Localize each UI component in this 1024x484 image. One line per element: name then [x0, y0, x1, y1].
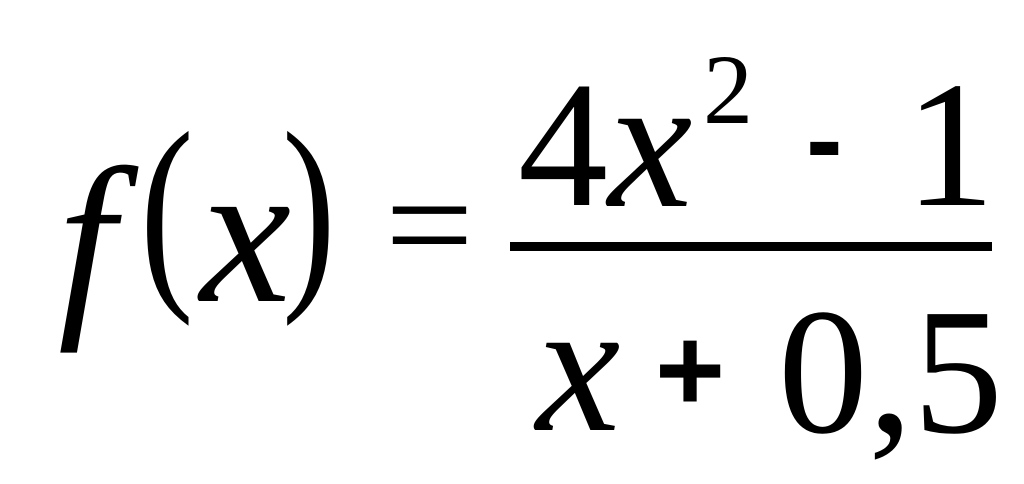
minus-sign: - — [806, 78, 843, 201]
numerator-coefficient: 4 — [518, 45, 608, 244]
open-parenthesis: ( — [140, 88, 194, 327]
close-parenthesis: ) — [282, 88, 336, 327]
argument-variable: x — [200, 119, 291, 346]
numerator-exponent: 2 — [703, 34, 753, 145]
function-name: f — [58, 127, 115, 354]
numerator-variable: x — [608, 38, 693, 248]
numerator-constant: 1 — [905, 45, 995, 244]
denominator-variable: x — [536, 262, 621, 472]
denominator-constant: 0,5 — [778, 272, 1003, 471]
equals-sign: = — [385, 142, 474, 308]
plus-sign: + — [655, 303, 726, 437]
fraction-bar — [510, 242, 992, 251]
